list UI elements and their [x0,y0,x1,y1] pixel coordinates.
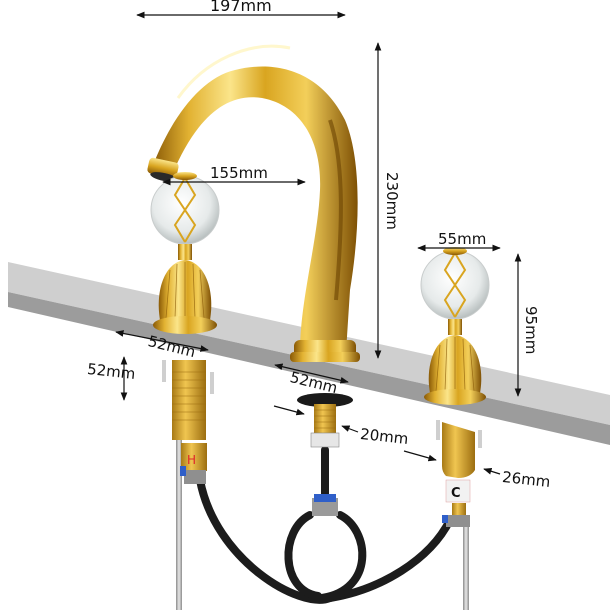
dim-line-spout-base [274,363,349,384]
hot-marker: H [187,453,196,467]
dim-line-valve-right [483,468,501,475]
tee-valve-right: C [442,479,471,527]
label-spout-reach: 155mm [210,164,268,182]
tee-valve-left: H [180,443,207,484]
right-handle [420,247,490,405]
dimension-lines [115,11,522,475]
spout [147,44,360,362]
dim-line-valve-left [403,450,437,462]
right-valve-body [436,420,482,478]
black-connecting-hoses [196,446,454,604]
dim-line-handle-base [115,330,209,352]
left-handle [150,172,220,334]
tee-valve-center [312,494,338,516]
spout-shank [297,393,353,448]
cold-marker: C [451,486,461,501]
braided-supply-hoses [176,440,469,610]
label-handle-height: 95mm [522,306,540,355]
label-overall-width: 197mm [210,0,272,15]
dim-line-spout-shank-right [341,425,359,433]
label-spout-height: 230mm [383,172,401,230]
left-handle-shank [162,360,214,440]
label-handle-diameter: 55mm [438,230,487,248]
dim-line-spout-shank-left [273,405,305,416]
